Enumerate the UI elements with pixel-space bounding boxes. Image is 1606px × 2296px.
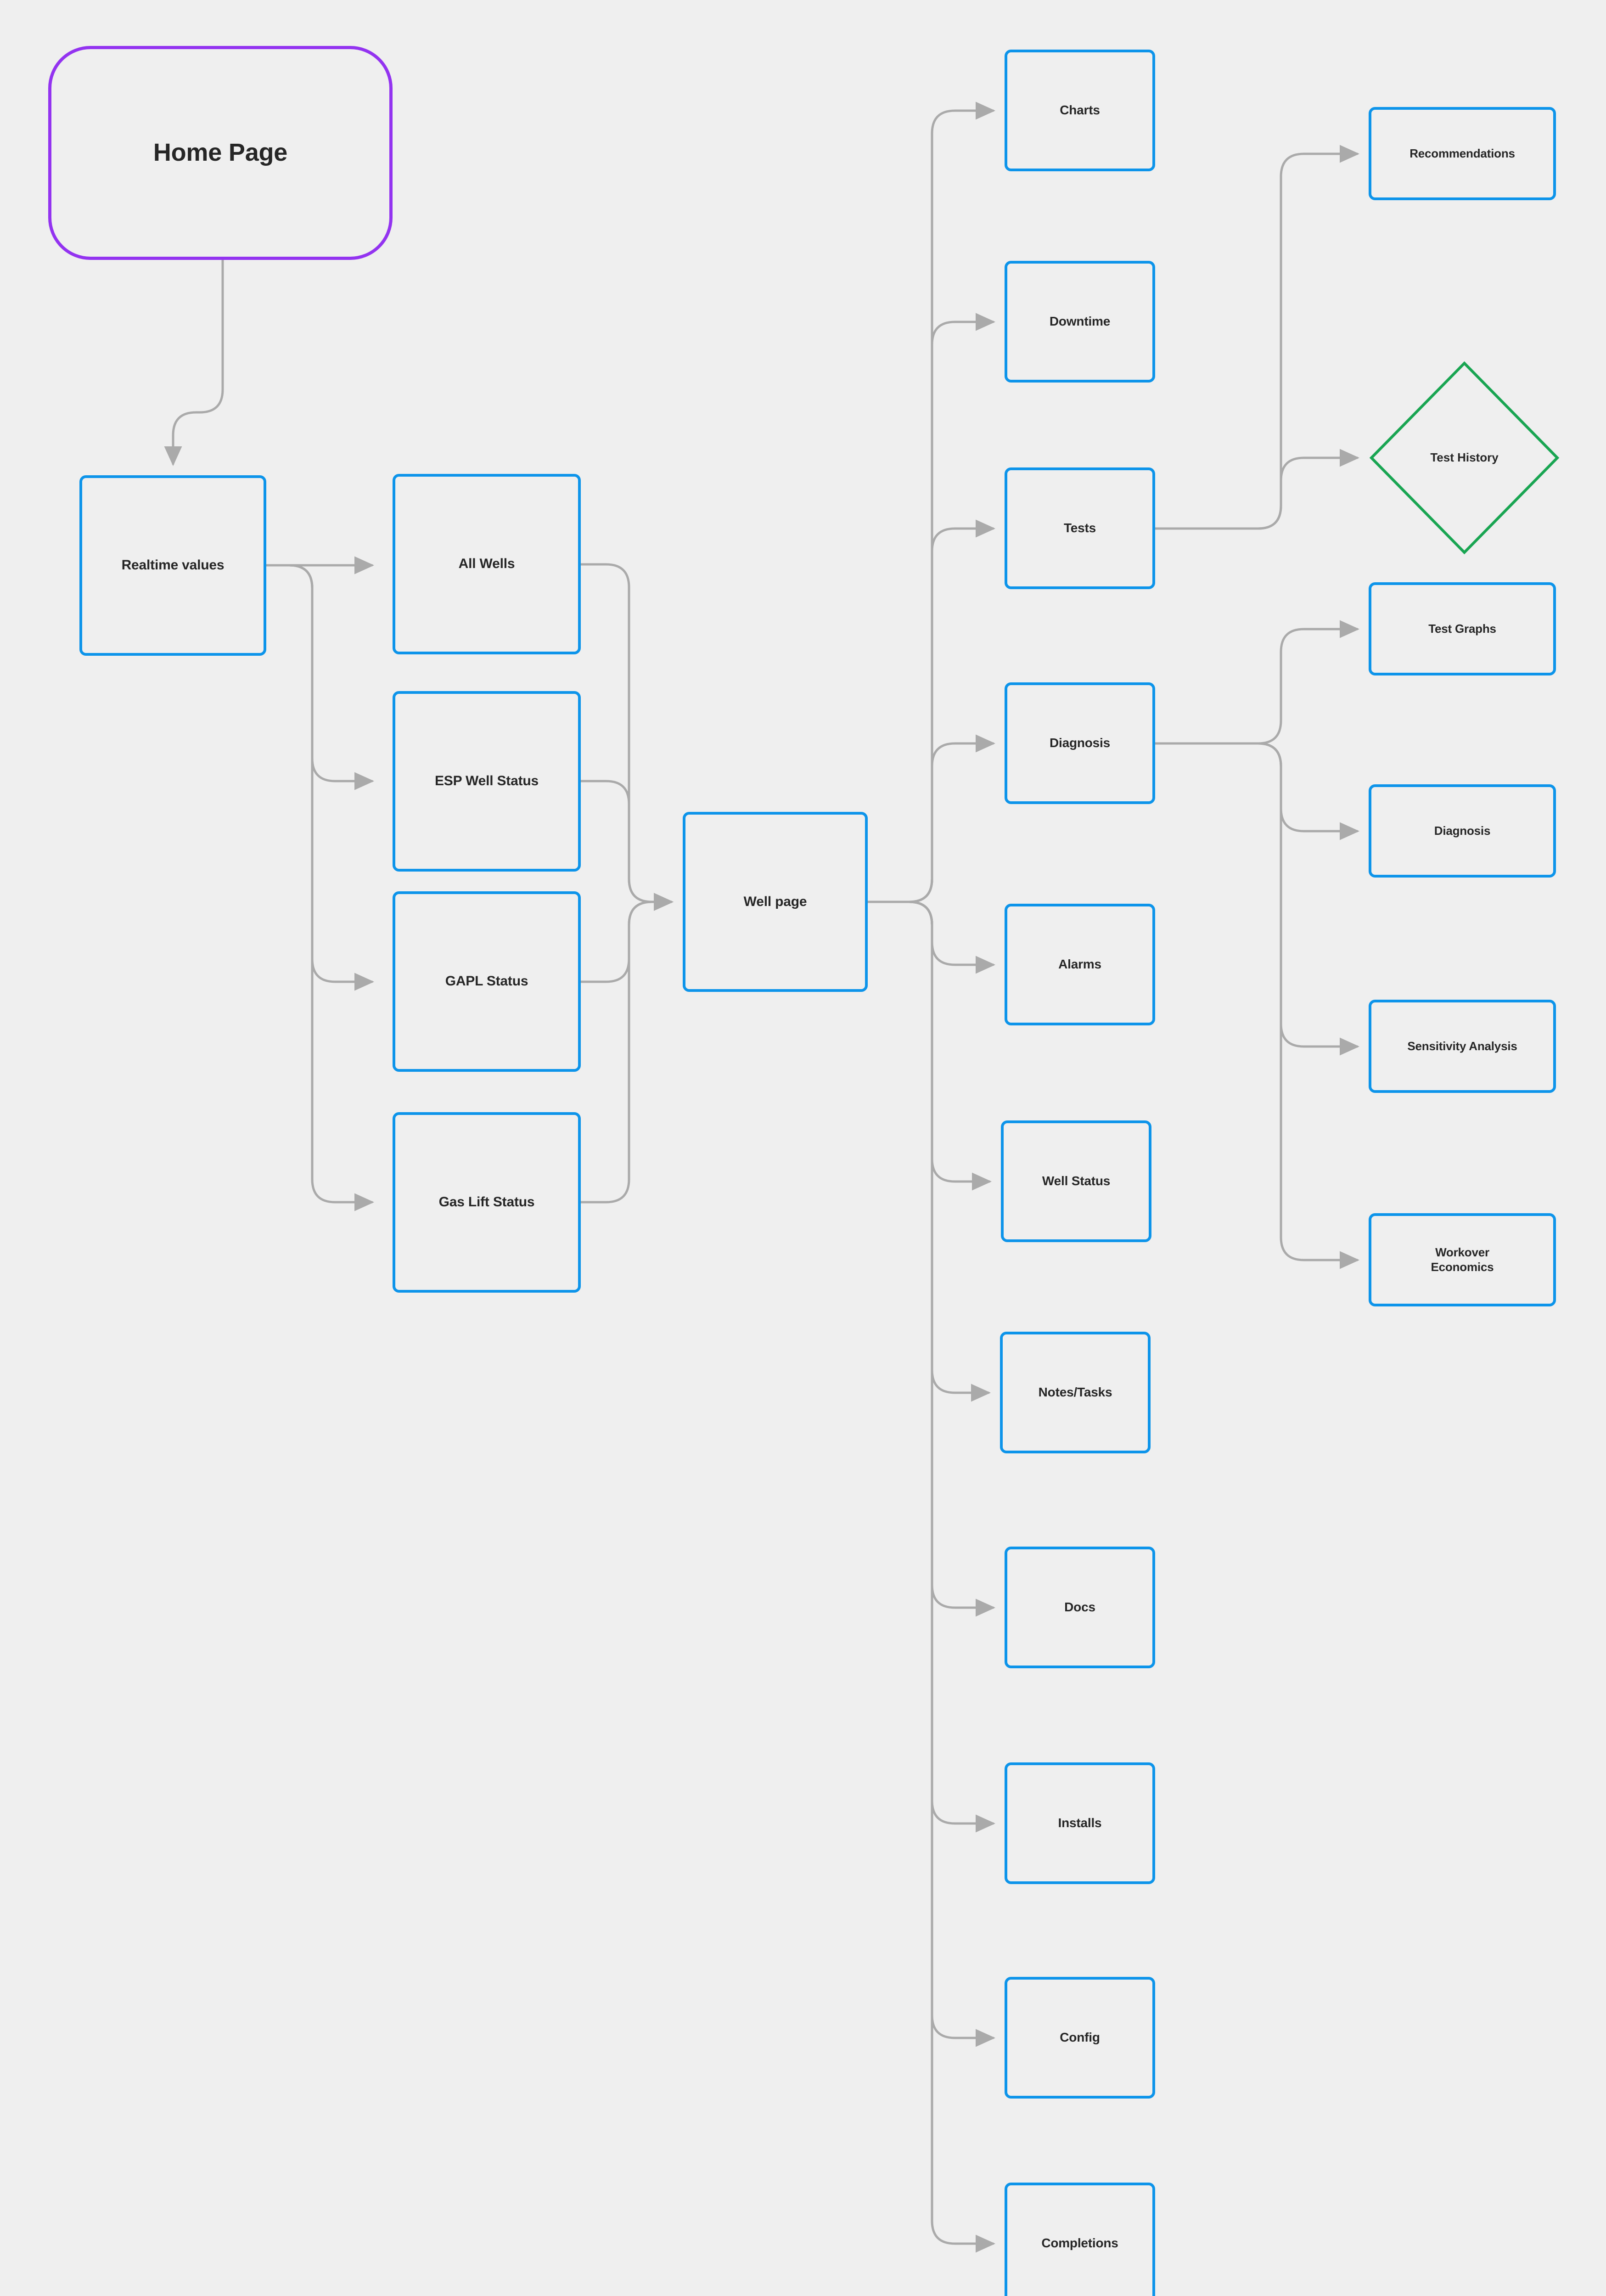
node-diagnosis-mid[interactable]: Diagnosis: [1005, 682, 1155, 804]
edge-tests-to-recommendations: [1154, 145, 1360, 530]
node-gas-lift-status[interactable]: Gas Lift Status: [393, 1112, 581, 1293]
node-tests[interactable]: Tests: [1005, 467, 1155, 589]
node-label-home-page: Home Page: [153, 139, 288, 167]
node-config[interactable]: Config: [1005, 1977, 1155, 2099]
edge-well-page-to-charts: [866, 101, 996, 903]
edge-home-to-realtime: [164, 259, 224, 467]
node-alarms[interactable]: Alarms: [1005, 904, 1155, 1025]
node-installs[interactable]: Installs: [1005, 1762, 1155, 1884]
node-test-history[interactable]: Test History: [1369, 360, 1560, 555]
node-label-sensitivity-analysis: Sensitivity Analysis: [1407, 1039, 1517, 1053]
edge-well-page-to-diagnosis: [866, 734, 996, 903]
edge-well-page-to-docs: [866, 900, 996, 1617]
edge-diagnosis-to-diagnosis-right: [1154, 742, 1360, 840]
node-label-esp-well-status: ESP Well Status: [435, 773, 539, 789]
node-workover-economics[interactable]: Workover Economics: [1369, 1213, 1556, 1306]
node-sensitivity-analysis[interactable]: Sensitivity Analysis: [1369, 1000, 1556, 1093]
node-recommendations[interactable]: Recommendations: [1369, 107, 1556, 200]
edge-diagnosis-to-sensitivity: [1154, 742, 1360, 1056]
edge-gapl-to-well-page: [579, 893, 674, 983]
node-home-page[interactable]: Home Page: [48, 46, 393, 260]
node-label-installs: Installs: [1058, 1816, 1102, 1830]
edge-well-page-to-config: [866, 900, 996, 2047]
edge-realtime-to-gapl: [265, 564, 375, 991]
node-docs[interactable]: Docs: [1005, 1547, 1155, 1668]
node-label-diagnosis-right: Diagnosis: [1434, 823, 1491, 838]
node-label-recommendations: Recommendations: [1409, 146, 1515, 160]
node-label-completions: Completions: [1041, 2236, 1118, 2251]
node-label-charts: Charts: [1060, 103, 1100, 118]
node-label-gapl-status: GAPL Status: [445, 974, 528, 989]
node-label-config: Config: [1060, 2030, 1100, 2045]
edge-gaslift-to-well-page: [579, 893, 674, 1204]
node-notes-tasks[interactable]: Notes/Tasks: [1000, 1332, 1151, 1453]
node-completions[interactable]: Completions: [1005, 2183, 1155, 2296]
node-test-graphs[interactable]: Test Graphs: [1369, 582, 1556, 675]
edge-esp-to-well-page: [579, 780, 674, 911]
node-label-tests: Tests: [1063, 521, 1096, 535]
node-well-status[interactable]: Well Status: [1001, 1120, 1151, 1242]
node-realtime-values[interactable]: Realtime values: [79, 475, 266, 656]
node-label-test-graphs: Test Graphs: [1428, 621, 1496, 636]
node-label-well-page: Well page: [743, 894, 807, 909]
node-well-page[interactable]: Well page: [683, 812, 868, 992]
edge-diagnosis-to-workover: [1154, 742, 1360, 1269]
node-label-downtime: Downtime: [1049, 314, 1111, 329]
node-label-alarms: Alarms: [1058, 957, 1101, 972]
node-label-well-status: Well Status: [1042, 1174, 1111, 1188]
edge-tests-to-test-history: [1154, 449, 1360, 530]
node-label-docs: Docs: [1064, 1600, 1095, 1615]
node-label-notes-tasks: Notes/Tasks: [1038, 1385, 1112, 1400]
node-label-workover-economics: Workover Economics: [1431, 1245, 1494, 1274]
node-downtime[interactable]: Downtime: [1005, 261, 1155, 383]
edge-well-page-to-notes-tasks: [866, 900, 991, 1402]
edge-well-page-to-completions: [866, 900, 996, 2253]
edge-all-wells-to-well-page: [579, 563, 674, 911]
node-charts[interactable]: Charts: [1005, 50, 1155, 171]
node-diagnosis-right[interactable]: Diagnosis: [1369, 784, 1556, 878]
edge-well-page-to-well-status: [866, 900, 992, 1191]
edge-well-page-to-tests: [866, 519, 996, 903]
edge-realtime-to-esp: [265, 564, 375, 790]
edge-diagnosis-to-test-graphs: [1154, 620, 1360, 745]
edge-well-page-to-downtime: [866, 313, 996, 903]
node-label-test-history: Test History: [1430, 450, 1499, 465]
edge-well-page-to-installs: [866, 900, 996, 1833]
node-label-gas-lift-status: Gas Lift Status: [438, 1194, 535, 1210]
node-label-diagnosis-mid: Diagnosis: [1049, 736, 1110, 750]
node-all-wells[interactable]: All Wells: [393, 474, 581, 654]
node-esp-well-status[interactable]: ESP Well Status: [393, 691, 581, 872]
node-label-realtime-values: Realtime values: [121, 557, 225, 573]
edge-realtime-to-gaslift: [265, 564, 375, 1211]
node-gapl-status[interactable]: GAPL Status: [393, 891, 581, 1072]
node-label-all-wells: All Wells: [458, 556, 515, 572]
diamond-shape: [1369, 361, 1560, 555]
